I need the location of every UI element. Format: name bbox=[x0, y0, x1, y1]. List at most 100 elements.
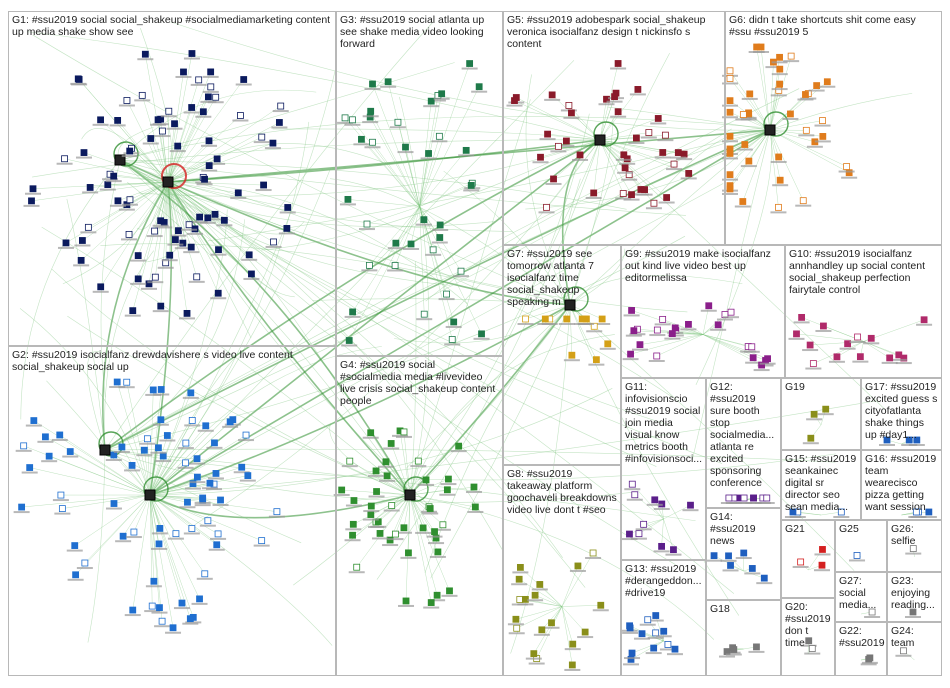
node-avatar[interactable] bbox=[739, 111, 747, 118]
group-panel-g9[interactable]: G9: #ssu2019 make isocialfanz out kind l… bbox=[621, 245, 785, 378]
node-avatar[interactable] bbox=[211, 210, 219, 218]
node-avatar[interactable] bbox=[81, 559, 89, 567]
group-panel-g13[interactable]: G13: #ssu2019 #derangeddon... #drive19 bbox=[621, 560, 706, 676]
node-avatar[interactable] bbox=[143, 435, 151, 443]
node-avatar[interactable] bbox=[820, 322, 827, 330]
node-avatar[interactable] bbox=[650, 644, 658, 652]
node-avatar[interactable] bbox=[776, 53, 783, 61]
node-avatar[interactable] bbox=[574, 562, 582, 570]
node-avatar[interactable] bbox=[387, 440, 395, 447]
node-avatar[interactable] bbox=[130, 528, 138, 536]
node-avatar[interactable] bbox=[422, 476, 430, 484]
node-avatar[interactable] bbox=[157, 416, 165, 424]
node-avatar[interactable] bbox=[214, 530, 222, 538]
node-avatar[interactable] bbox=[726, 132, 734, 140]
node-avatar[interactable] bbox=[273, 508, 281, 516]
node-avatar[interactable] bbox=[188, 525, 196, 532]
node-avatar[interactable] bbox=[217, 496, 224, 504]
node-avatar[interactable] bbox=[799, 197, 807, 205]
node-avatar[interactable] bbox=[129, 606, 137, 614]
node-avatar[interactable] bbox=[775, 203, 782, 211]
node-avatar[interactable] bbox=[886, 354, 894, 362]
node-avatar[interactable] bbox=[201, 175, 208, 183]
node-avatar[interactable] bbox=[598, 315, 606, 323]
node-avatar[interactable] bbox=[813, 82, 821, 89]
node-avatar[interactable] bbox=[226, 418, 234, 426]
node-avatar[interactable] bbox=[214, 289, 222, 297]
node-avatar[interactable] bbox=[822, 405, 830, 413]
node-avatar[interactable] bbox=[650, 199, 658, 207]
node-avatar[interactable] bbox=[659, 315, 667, 323]
node-avatar[interactable] bbox=[166, 251, 174, 259]
node-avatar[interactable] bbox=[206, 479, 214, 487]
node-avatar[interactable] bbox=[727, 308, 735, 316]
node-avatar[interactable] bbox=[238, 463, 246, 471]
node-avatar[interactable] bbox=[97, 116, 104, 124]
node-avatar[interactable] bbox=[652, 612, 660, 619]
node-avatar[interactable] bbox=[578, 315, 586, 323]
node-avatar[interactable] bbox=[809, 360, 817, 367]
node-avatar[interactable] bbox=[126, 196, 134, 204]
node-avatar[interactable] bbox=[26, 464, 34, 471]
node-avatar[interactable] bbox=[367, 429, 375, 437]
node-avatar[interactable] bbox=[141, 50, 149, 58]
node-avatar[interactable] bbox=[123, 97, 131, 104]
node-avatar[interactable] bbox=[199, 108, 207, 116]
node-avatar[interactable] bbox=[867, 334, 875, 342]
node-avatar[interactable] bbox=[394, 118, 402, 126]
node-avatar[interactable] bbox=[438, 90, 446, 98]
node-avatar[interactable] bbox=[188, 104, 196, 111]
node-avatar[interactable] bbox=[77, 256, 85, 264]
node-avatar[interactable] bbox=[84, 223, 92, 231]
node-avatar[interactable] bbox=[740, 494, 748, 502]
node-avatar[interactable] bbox=[544, 130, 551, 138]
node-avatar[interactable] bbox=[638, 630, 646, 638]
node-avatar[interactable] bbox=[436, 221, 444, 229]
node-avatar[interactable] bbox=[159, 127, 166, 135]
node-avatar[interactable] bbox=[75, 76, 83, 83]
node-avatar[interactable] bbox=[640, 520, 648, 528]
node-avatar[interactable] bbox=[205, 162, 213, 170]
node-avatar[interactable] bbox=[174, 142, 182, 150]
node-avatar[interactable] bbox=[807, 434, 815, 442]
node-avatar[interactable] bbox=[134, 275, 142, 283]
node-avatar[interactable] bbox=[866, 654, 874, 662]
node-avatar[interactable] bbox=[536, 581, 544, 588]
node-avatar[interactable] bbox=[776, 176, 784, 184]
node-avatar[interactable] bbox=[185, 221, 193, 229]
node-avatar[interactable] bbox=[653, 326, 661, 334]
node-avatar[interactable] bbox=[353, 563, 361, 571]
node-avatar[interactable] bbox=[244, 472, 252, 480]
node-avatar[interactable] bbox=[258, 133, 266, 141]
group-panel-g8[interactable]: G8: #ssu2019 takeaway platform goochavel… bbox=[503, 465, 621, 676]
node-avatar[interactable] bbox=[590, 189, 598, 197]
node-avatar[interactable] bbox=[433, 591, 441, 599]
node-avatar[interactable] bbox=[171, 120, 178, 128]
node-avatar[interactable] bbox=[726, 108, 734, 116]
node-avatar[interactable] bbox=[182, 459, 189, 467]
node-avatar[interactable] bbox=[358, 135, 365, 143]
node-avatar[interactable] bbox=[420, 216, 428, 224]
node-avatar[interactable] bbox=[186, 615, 194, 623]
node-avatar[interactable] bbox=[384, 78, 392, 86]
node-avatar[interactable] bbox=[126, 147, 134, 155]
node-avatar[interactable] bbox=[630, 327, 638, 335]
node-avatar[interactable] bbox=[819, 546, 826, 553]
node-avatar[interactable] bbox=[900, 647, 907, 655]
node-avatar[interactable] bbox=[745, 157, 753, 165]
node-avatar[interactable] bbox=[749, 354, 757, 362]
node-avatar[interactable] bbox=[710, 552, 718, 560]
node-avatar[interactable] bbox=[619, 190, 627, 197]
node-avatar[interactable] bbox=[367, 502, 375, 510]
node-avatar[interactable] bbox=[28, 197, 35, 205]
node-avatar[interactable] bbox=[635, 530, 643, 538]
node-avatar[interactable] bbox=[837, 508, 845, 516]
node-avatar[interactable] bbox=[443, 290, 450, 298]
node-avatar[interactable] bbox=[148, 602, 156, 610]
group-panel-g23[interactable]: G23: enjoying reading... bbox=[887, 572, 942, 622]
node-avatar[interactable] bbox=[726, 185, 734, 193]
node-avatar[interactable] bbox=[439, 521, 447, 529]
node-avatar[interactable] bbox=[797, 558, 805, 566]
node-avatar[interactable] bbox=[531, 591, 539, 599]
node-avatar[interactable] bbox=[215, 246, 222, 254]
